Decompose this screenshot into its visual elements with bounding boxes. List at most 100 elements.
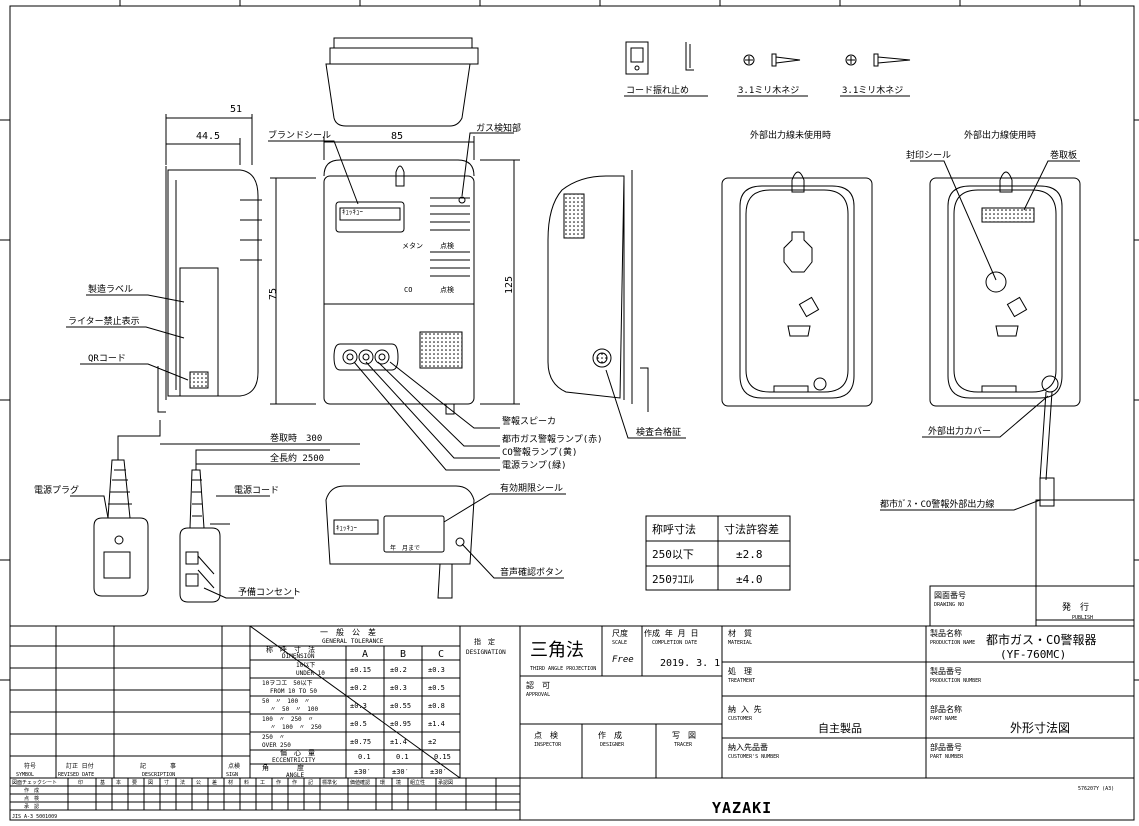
check-c14: 作	[292, 779, 297, 786]
approval-en: APPROVAL	[526, 692, 550, 698]
tracer-label: 写 図	[672, 731, 696, 740]
callout-reel-plate: 巻取板	[1050, 149, 1077, 161]
label-co: CO	[404, 286, 412, 294]
gt-r1-a: ±0.15	[350, 666, 371, 674]
gt-r1-b: ±0.2	[390, 666, 407, 674]
check-c11: 料	[244, 779, 249, 786]
callout-spare-outlet: 予備コンセント	[238, 586, 301, 598]
check-row-approve: 承 認	[24, 803, 39, 810]
front-view	[270, 136, 520, 415]
drawing-number-label: 図面番号	[934, 590, 966, 600]
gt-r3-a: ±0.3	[350, 702, 367, 710]
bottom-brand-label: ｷｭｯｷｭｰ	[336, 524, 357, 532]
callout-mfg-label: 製造ラベル	[88, 283, 133, 295]
completion-date-value: 2019. 3. 1	[660, 658, 720, 669]
callout-output-line: 都市ｶﾞｽ・CO警報外部出力線	[880, 498, 994, 510]
designer-en: DESIGNER	[600, 742, 625, 748]
gt-ang-en: ANGLE	[286, 772, 304, 779]
check-c16: 標準化	[322, 779, 337, 786]
tol-r2-nominal: 250ｦｺｴﾙ	[652, 573, 694, 586]
part-name-label: 部品名称	[930, 704, 962, 714]
gt-r5-c: ±2	[428, 738, 436, 746]
product-number-en: PRODUCTION NUMBER	[930, 678, 982, 684]
customer-part-label: 納入先品番	[728, 742, 768, 752]
view-label-unused: 外部出力線未使用時	[750, 129, 831, 141]
callout-qr-code: QRコード	[88, 354, 126, 364]
part-number-label: 部品番号	[930, 742, 962, 752]
gt-r3-l2: 〃 50 〃 100	[270, 706, 318, 713]
product-number-label: 製品番号	[930, 666, 962, 676]
gt-col-b: B	[400, 649, 406, 660]
gt-r3-b: ±0.55	[390, 702, 411, 710]
callout-gas-detector: ガス検知部	[476, 122, 521, 134]
bottom-view	[325, 485, 475, 599]
gt-title-en: GENERAL TOLERANCE	[322, 638, 384, 645]
approval-label: 認 可	[526, 680, 550, 690]
check-stamp: 印	[78, 779, 83, 786]
check-c7: 法	[180, 779, 185, 786]
gt-r1-l1: 10以下	[296, 662, 315, 669]
accessory-screw-2	[845, 53, 911, 67]
rev-desc-en: DESCRIPTION	[142, 772, 175, 778]
callout-lighter-ban: ライター禁止表示	[68, 315, 140, 327]
gt-ang-a: ±30′	[354, 768, 371, 776]
sheet-border	[9, 5, 1135, 821]
product-model: (YF-760MC)	[1000, 648, 1066, 661]
gt-r1-c: ±0.3	[428, 666, 445, 674]
spare-outlet	[179, 449, 330, 603]
gt-r2-a: ±0.2	[350, 684, 367, 692]
gt-ecc-jp: 偏 心 量	[280, 748, 315, 757]
gt-r3-c: ±0.8	[428, 702, 445, 710]
side-view-right	[547, 170, 649, 412]
bottom-expiry-label: 年 月まで	[390, 544, 420, 552]
gt-dim-jp: 称 呼 寸 法	[266, 645, 315, 654]
gt-r4-a: ±0.5	[350, 720, 367, 728]
check-c15: 記	[308, 779, 313, 786]
material-en: MATERIAL	[728, 640, 752, 646]
gt-r5-l2: OVER 250	[262, 742, 291, 749]
gt-r5-a: ±0.75	[350, 738, 371, 746]
gt-r4-l1: 100 〃 250 〃	[262, 716, 314, 723]
part-name-en: PART NAME	[930, 716, 957, 722]
callout-power-lamp: 電源ランプ(緑)	[502, 459, 567, 471]
gt-r2-l1: 10ヲコエ 50以下	[262, 680, 312, 687]
dim-reel-length: 巻取時 300	[270, 432, 322, 444]
front-brand-label: ｷｭｯｷｭｰ	[342, 208, 363, 216]
leader-lines	[66, 132, 1080, 599]
rev-desc: 記 事	[140, 762, 176, 770]
vent-slots	[430, 197, 470, 277]
tol-r2-value: ±4.0	[736, 573, 763, 586]
gt-ecc-en: ECCENTRICITY	[272, 757, 316, 764]
dim-125: 125	[504, 276, 515, 294]
border-ticks	[0, 0, 1139, 681]
check-c9: 差	[212, 779, 217, 786]
check-c4: 要	[132, 780, 137, 786]
top-view	[325, 37, 479, 127]
accessory-cord-stopper-label: コード振れ止め	[626, 84, 689, 96]
gt-ang-jp: 角 度	[262, 763, 304, 772]
check-row-inspect: 点 検	[24, 795, 39, 802]
label-methane-check: 点検	[440, 241, 454, 250]
gt-r5-l1: 250 〃	[262, 734, 285, 741]
rev-no-en: SYMBOL	[16, 772, 34, 778]
rev-date-en: REVISED DATE	[58, 772, 94, 778]
drawing-number-en: DRAWING NO	[934, 602, 964, 608]
gt-r2-b: ±0.3	[390, 684, 407, 692]
gt-col-c: C	[438, 649, 444, 660]
rev-no: 符号	[24, 762, 36, 770]
third-angle-en: THIRD ANGLE PROJECTION	[530, 666, 596, 672]
publish-label: 発 行	[1062, 601, 1089, 613]
customer-en: CUSTOMER	[728, 716, 753, 722]
view-label-used: 外部出力線使用時	[964, 129, 1036, 141]
callout-brand-seal: ブランドシール	[268, 129, 331, 141]
gt-designation: 指 定	[474, 637, 495, 646]
publish-en: PUBLISH	[1072, 615, 1093, 621]
scale-label: 尺度	[612, 628, 628, 638]
check-c12: 工	[260, 780, 265, 786]
check-c2: 基	[100, 779, 105, 786]
check-c8: 公	[196, 780, 201, 786]
callout-expiry-seal: 有効期限シール	[500, 482, 563, 494]
tol-r1-nominal: 250以下	[652, 548, 694, 561]
yazaki-logo: YAZAKI	[712, 799, 772, 817]
